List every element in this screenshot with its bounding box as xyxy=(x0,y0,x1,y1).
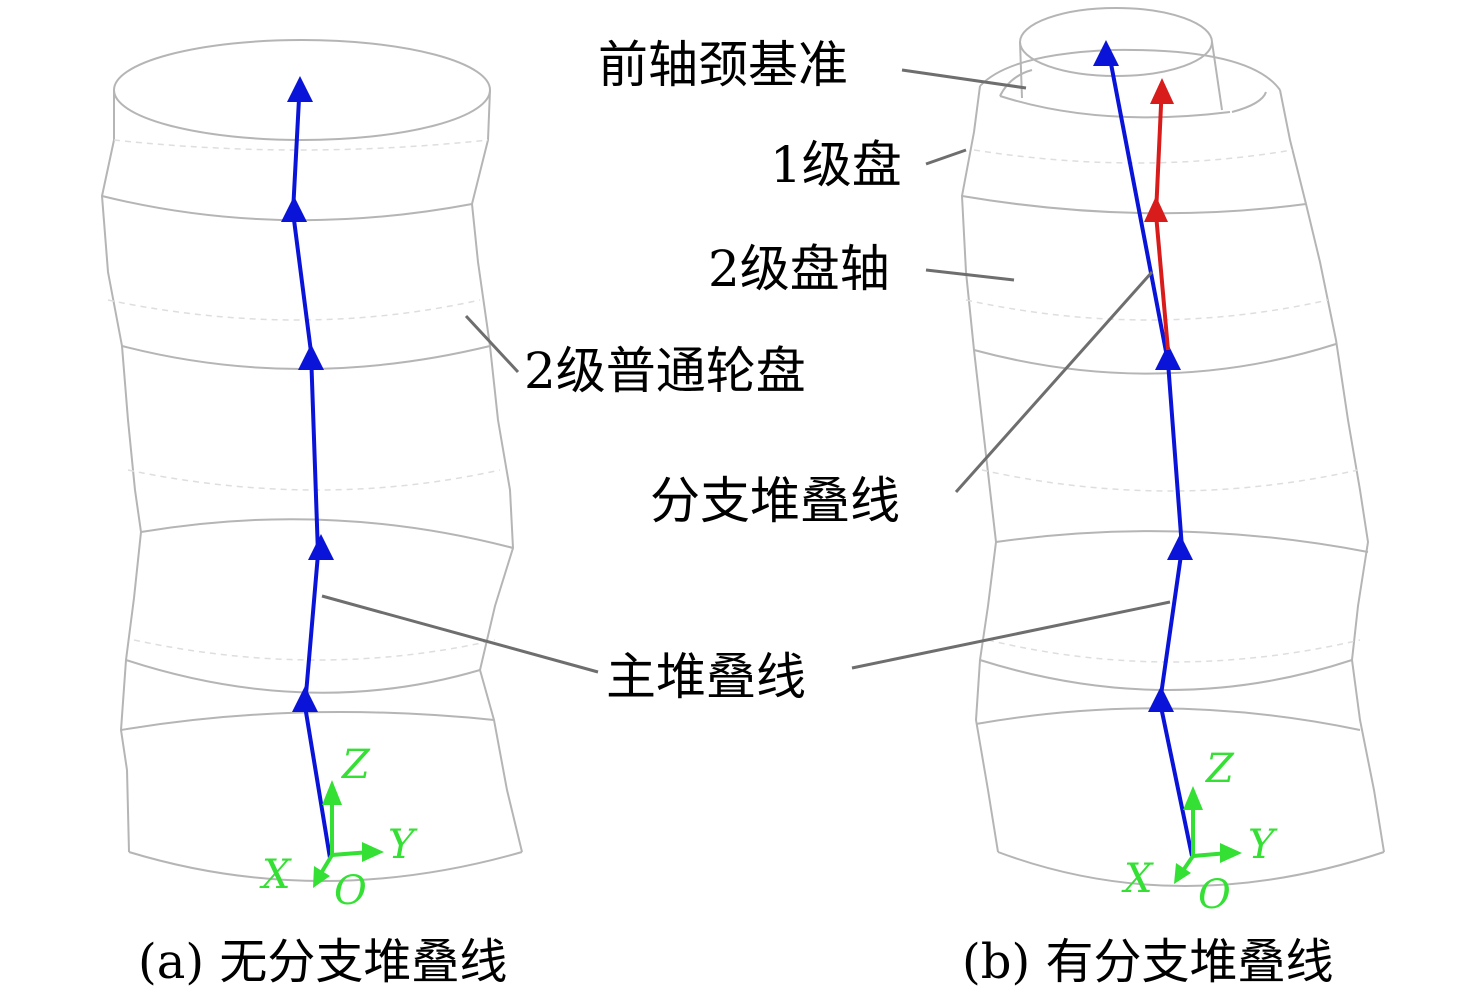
label-branch-stack-line: 分支堆叠线 xyxy=(650,472,900,530)
main-stack-line-a xyxy=(281,76,334,859)
coordinate-frame-a xyxy=(313,780,384,888)
rotor-outline-a xyxy=(100,39,523,882)
leader-normal-disk xyxy=(464,314,520,374)
axis-x-label-b: X xyxy=(1121,856,1154,902)
panel-a: Z Y X O 2级普通轮盘 (a) 无分支堆叠线 xyxy=(100,39,806,990)
caption-b: (b) 有分支堆叠线 xyxy=(962,934,1333,990)
leader-front-journal xyxy=(901,68,1027,90)
branch-stack-line-b xyxy=(1144,78,1174,351)
branch-node-markers-b xyxy=(1144,78,1174,222)
axis-z-label-a: Z xyxy=(340,742,371,788)
leader-branch-stack-line xyxy=(954,271,1154,493)
leader-main-stack-line-a xyxy=(321,594,599,674)
stack-node-markers-a xyxy=(281,76,334,712)
axis-z-label-b: Z xyxy=(1204,746,1235,792)
axis-x-label-a: X xyxy=(259,852,292,898)
leader-stage1-disk xyxy=(925,148,967,166)
main-stack-line-b xyxy=(1093,40,1194,857)
label-stage1-disk: 1级盘 xyxy=(770,136,902,194)
leader-stage2-disk-shaft xyxy=(925,268,1015,282)
caption-a: (a) 无分支堆叠线 xyxy=(138,934,507,990)
label-front-journal: 前轴颈基准 xyxy=(598,36,848,94)
axis-y-label-a: Y xyxy=(388,822,418,868)
axis-y-label-b: Y xyxy=(1248,822,1278,868)
panel-b: Z Y X O 前轴颈基准 1级盘 2级盘轴 分支堆叠线 (b) 有分支堆叠线 xyxy=(598,7,1385,990)
coordinate-frame-b xyxy=(1174,786,1242,884)
label-main-stack-line: 主堆叠线 xyxy=(606,648,806,706)
label-stage2-disk-shaft: 2级盘轴 xyxy=(708,240,890,298)
stack-node-markers-b xyxy=(1093,40,1193,712)
axis-origin-label-b: O xyxy=(1198,872,1231,918)
axis-origin-label-a: O xyxy=(334,868,367,914)
leader-main-stack-line-b xyxy=(851,600,1171,670)
label-normal-disk: 2级普通轮盘 xyxy=(524,342,806,400)
